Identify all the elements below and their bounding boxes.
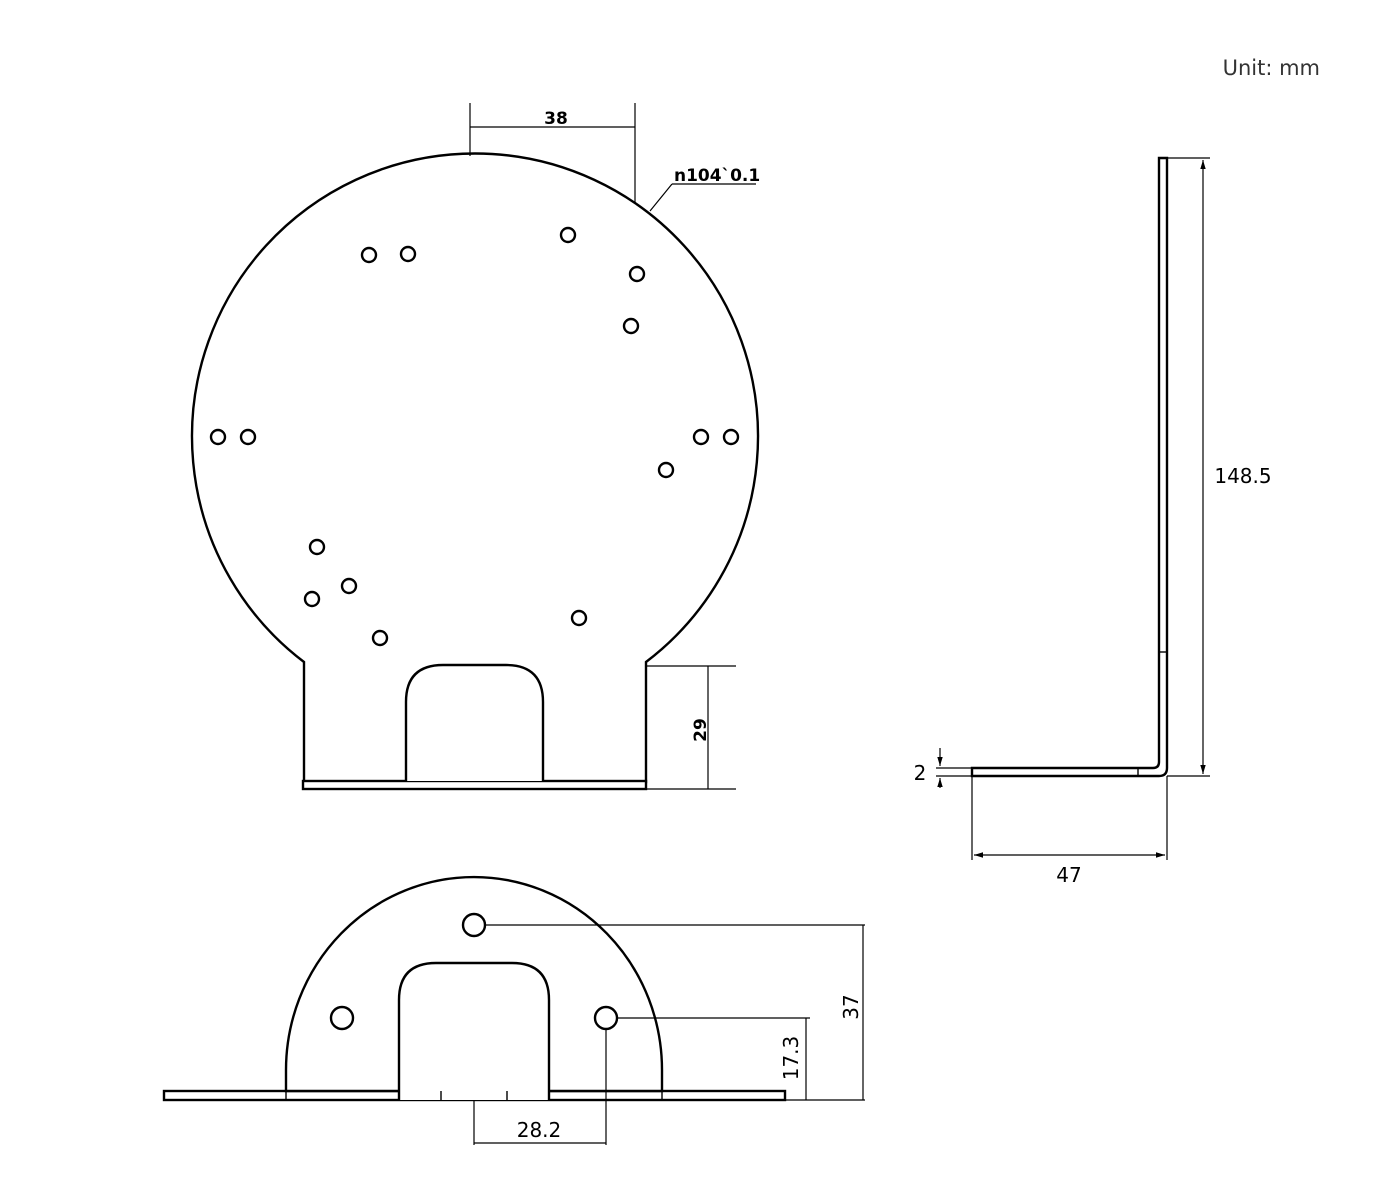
mounting-hole [628, 265, 646, 283]
mounting-hole [399, 245, 417, 263]
mounting-hole [308, 538, 326, 556]
mount-plate-outline [190, 152, 760, 784]
bottom-cable-slot [397, 961, 551, 1100]
mounting-hole [559, 226, 577, 244]
dimension-top-width: 38 [469, 103, 636, 203]
mounting-hole [239, 428, 257, 446]
dimension-hole-height-label: 37 [839, 994, 863, 1019]
bottom-view: 37 17.3 28.2 [162, 875, 865, 1145]
dimension-diameter-label: n104`0.1 [674, 166, 760, 186]
mounting-hole [657, 461, 675, 479]
mounting-hole [622, 317, 640, 335]
mounting-hole [692, 428, 710, 446]
bottom-hole-right [593, 1005, 619, 1031]
cable-slot [404, 663, 545, 781]
mounting-hole [570, 609, 588, 627]
mounting-hole [360, 246, 378, 264]
mounting-hole [209, 428, 227, 446]
dimension-depth: 47 [971, 776, 1168, 887]
dimension-thickness: 2 [914, 748, 972, 788]
unit-label: Unit: mm [1222, 56, 1320, 80]
dimension-thickness-label: 2 [914, 761, 927, 785]
dimension-diameter: n104`0.1 [649, 166, 760, 212]
bottom-hole-left [329, 1005, 355, 1031]
dimension-height: 148.5 [1167, 157, 1272, 777]
dimension-hole-spacing-label: 28.2 [517, 1118, 562, 1142]
dimension-side-hole-height: 17.3 [617, 1017, 810, 1100]
dimension-depth-label: 47 [1056, 863, 1081, 887]
dimension-height-label: 148.5 [1214, 464, 1271, 488]
l-bracket-profile [970, 156, 1169, 778]
front-view: 38 n104`0.1 29 [190, 103, 760, 791]
mounting-hole [340, 577, 358, 595]
bottom-hole-center [461, 912, 487, 938]
mounting-hole [303, 590, 321, 608]
dimension-tab-height: 29 [646, 665, 736, 790]
dimension-hole-spacing: 28.2 [473, 1029, 607, 1145]
dimension-side-hole-height-label: 17.3 [779, 1036, 803, 1081]
mounting-hole [722, 428, 740, 446]
dimension-hole-height: 37 [485, 924, 865, 1101]
mounting-hole [371, 629, 389, 647]
mounting-holes [209, 226, 740, 647]
dimension-top-width-label: 38 [544, 109, 568, 129]
mount-plate-flange [301, 779, 648, 791]
dimension-tab-height-label: 29 [691, 718, 711, 742]
side-view: 148.5 2 47 [914, 156, 1272, 887]
